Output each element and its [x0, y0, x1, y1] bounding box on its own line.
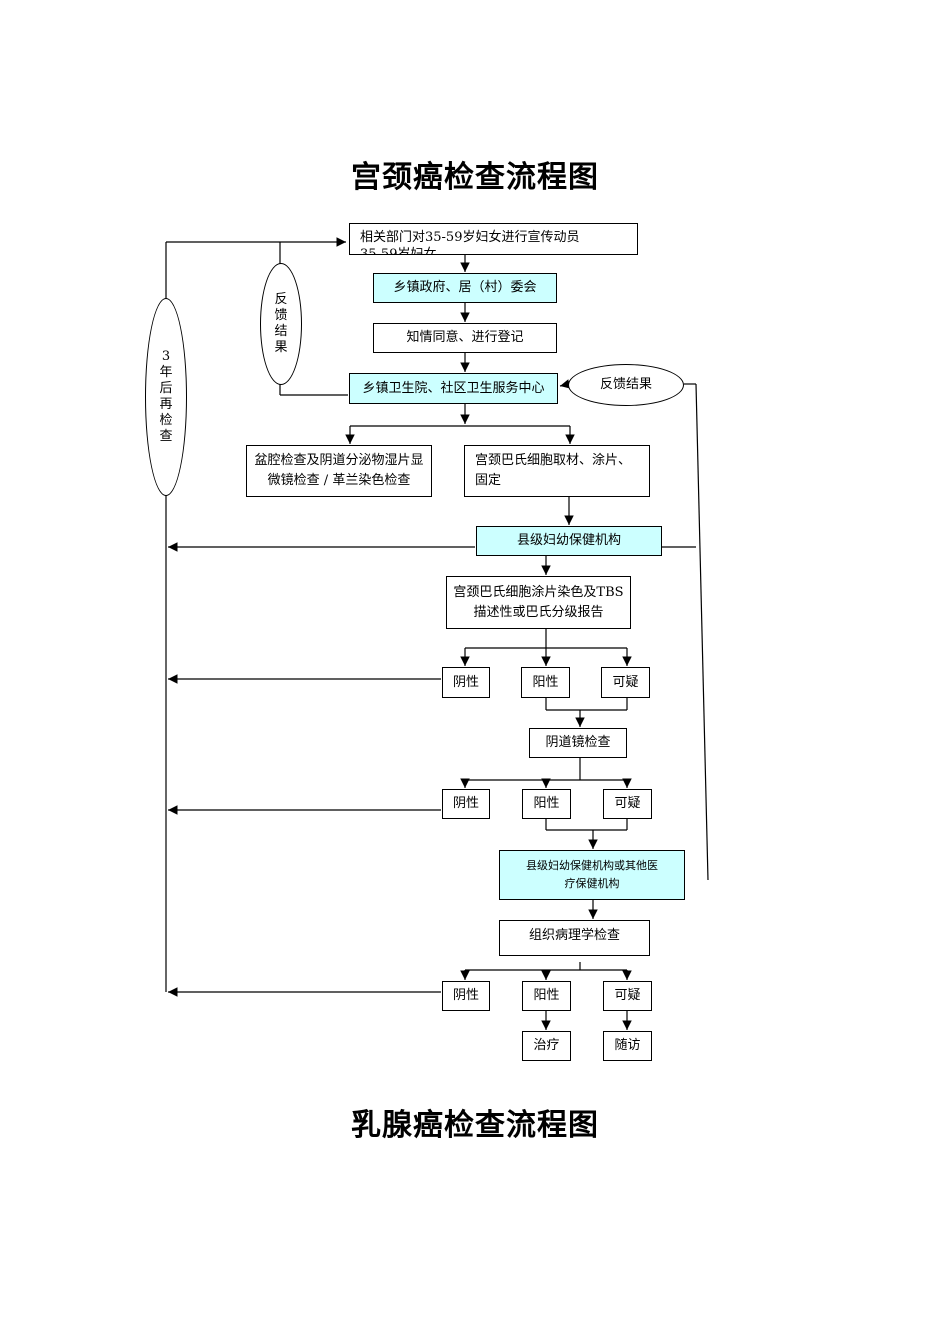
county-mch-node: 县级妇幼保健机构	[476, 526, 662, 556]
recheck-oval: 3年后再检查	[145, 298, 187, 496]
county-mch-other-node: 县级妇幼保健机构或其他医疗保健机构	[499, 850, 685, 900]
result-negative-2: 阴性	[442, 789, 490, 819]
pap-sampling-node: 宫颈巴氏细胞取材、涂片、固定	[464, 445, 650, 497]
recheck-label: 3年后再检查	[159, 349, 173, 444]
result-positive-2: 阳性	[522, 789, 571, 819]
consent-registration-node: 知情同意、进行登记	[373, 323, 557, 353]
treatment-node: 治疗	[522, 1031, 571, 1061]
breast-flowchart-title: 乳腺癌检查流程图	[351, 1108, 599, 1143]
result-suspicious-2: 可疑	[603, 789, 652, 819]
pelvic-exam-node: 盆腔检查及阴道分泌物湿片显微镜检查 / 革兰染色检查	[246, 445, 432, 497]
result-negative-1: 阴性	[442, 667, 490, 698]
result-suspicious-3: 可疑	[603, 981, 652, 1011]
cervical-flowchart-title: 宫颈癌检查流程图	[351, 160, 599, 195]
feedback-vertical-label: 反馈结果	[274, 292, 288, 355]
pathology-node: 组织病理学检查	[499, 920, 650, 956]
result-positive-3: 阳性	[522, 981, 571, 1011]
result-negative-3: 阴性	[442, 981, 490, 1011]
result-suspicious-1: 可疑	[601, 667, 650, 698]
colposcopy-node: 阴道镜检查	[529, 728, 627, 758]
health-center-node: 乡镇卫生院、社区卫生服务中心	[349, 373, 558, 404]
feedback-oval-vertical: 反馈结果	[260, 263, 302, 385]
follow-up-node: 随访	[603, 1031, 652, 1061]
township-government-node: 乡镇政府、居（村）委会	[373, 273, 557, 303]
feedback-oval-horizontal: 反馈结果	[568, 364, 684, 406]
pap-report-node: 宫颈巴氏细胞涂片染色及TBS描述性或巴氏分级报告	[446, 576, 631, 629]
result-positive-1: 阳性	[521, 667, 570, 698]
propaganda-node: 相关部门对35-59岁妇女进行宣传动员 35-59岁妇女	[349, 223, 638, 255]
